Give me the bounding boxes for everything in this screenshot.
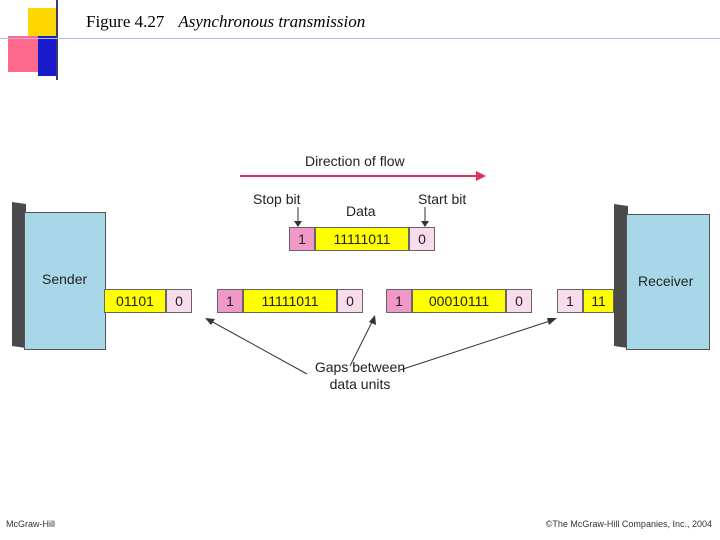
gaps-label-line1: Gaps between [314,359,406,375]
gap-arrows [205,315,557,375]
receiver-label: Receiver [638,273,694,289]
frame1-start-bit: 0 [166,289,192,313]
footer-copyright: ©The McGraw-Hill Companies, Inc., 2004 [545,519,712,529]
example-start-bit: 0 [409,227,435,251]
decorative-yellow-square [28,8,56,36]
frame2-start-bit: 0 [337,289,363,313]
figure-caption: Asynchronous transmission [178,12,366,31]
start-bit-label: Start bit [418,191,467,207]
data-label: Data [346,203,376,219]
example-stop-bit: 1 [289,227,315,251]
example-data-bits: 11111011 [315,227,409,251]
gaps-label-line2: data units [329,376,391,392]
frame4-stop-bit: 1 [557,289,583,313]
figure-number: Figure 4.27 [86,12,165,31]
decorative-blue-square [38,36,58,76]
stop-bit-label: Stop bit [253,191,301,207]
sender-box [24,212,106,350]
sender-label: Sender [42,271,88,287]
decorative-vertical-line [56,0,58,80]
frame4-data-bits: 11 [583,289,614,313]
frame3-stop-bit: 1 [386,289,412,313]
frame1-data-bits: 01101 [104,289,166,313]
gaps-label: Gaps between data units [310,359,410,393]
footer-publisher: McGraw-Hill [6,519,55,529]
frame3-data-bits: 00010111 [412,289,506,313]
frame2-data-bits: 11111011 [243,289,337,313]
receiver-box [626,214,710,350]
frame2-stop-bit: 1 [217,289,243,313]
direction-arrow-icon [240,171,486,181]
label-pointer-lines [294,207,429,227]
frame3-start-bit: 0 [506,289,532,313]
direction-of-flow-label: Direction of flow [305,153,405,169]
decorative-horizontal-line [0,38,720,39]
figure-title: Figure 4.27 Asynchronous transmission [86,12,365,32]
